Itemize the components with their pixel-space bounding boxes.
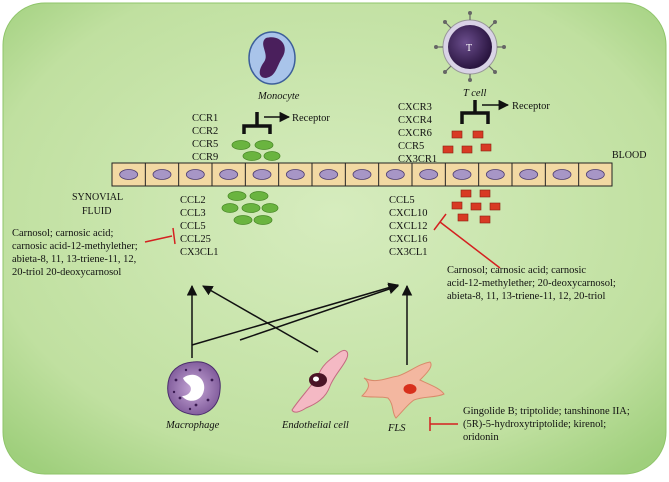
fls-label: FLS	[387, 423, 406, 434]
endothelium-nucleus	[519, 169, 539, 180]
left-inhibition-marker	[144, 227, 176, 245]
tcell-letter: T	[466, 43, 472, 54]
fls-inhibitor-line: Gingolide B; triptolide; tanshinone IIA;	[463, 406, 630, 417]
monocyte-receptor-item: CCR5	[192, 139, 218, 150]
fls-inhibitor-line: (5R)-5-hydroxytriptolide; kirenol;	[463, 419, 606, 430]
right-inhibitor-line: acid-12-methylether; 20-deoxycarnosol;	[447, 278, 616, 289]
endothelium-nucleus	[285, 169, 305, 180]
left-chemokine-item: CCL25	[180, 234, 211, 245]
green-ligands-bottom	[221, 191, 279, 225]
right-chemokine-item: CXCL10	[389, 208, 428, 219]
fls-inhibition-marker	[429, 417, 458, 431]
endothelium-nucleus	[452, 169, 472, 180]
right-chemokine-item: CXCL16	[389, 234, 428, 245]
red-ligands-bottom	[451, 189, 501, 224]
endothelium-nucleus	[252, 169, 272, 180]
monocyte-receptor-item: CCR2	[192, 126, 218, 137]
signal-arrows	[186, 282, 413, 365]
right-chemokine-item: CXCL12	[389, 221, 428, 232]
endothelium-nucleus	[319, 169, 339, 180]
endothelium-nucleus	[419, 169, 439, 180]
tcell-receptor-item: CX3CR1	[398, 154, 437, 165]
tcell-receptor-item: CXCR6	[398, 128, 432, 139]
left-chemokine-item: CCL3	[180, 208, 206, 219]
tcell-receptor-item: CXCR3	[398, 102, 432, 113]
blood-label: BLOOD	[612, 150, 646, 161]
tcell-cell: T	[434, 11, 506, 82]
right-chemokine-item: CCL5	[389, 195, 415, 206]
left-chemokine-item: CCL2	[180, 195, 206, 206]
endothelium-nucleus	[219, 169, 239, 180]
left-receptor-symbol	[242, 112, 272, 134]
tcell-receptor-item: CCR5	[398, 141, 424, 152]
endothelium-nucleus	[485, 169, 505, 180]
fls-cell	[361, 361, 445, 419]
left-chemokine-item: CCL5	[180, 221, 206, 232]
endothelium-nucleus	[552, 169, 572, 180]
red-ligands-top	[442, 130, 492, 154]
left-inhibitor-line: 20-triol 20-deoxycarnosol	[12, 267, 121, 278]
monocyte-cell	[248, 31, 296, 85]
macrophage-label: Macrophage	[165, 420, 220, 431]
green-ligands-top	[231, 140, 281, 161]
monocyte-label: Monocyte	[257, 91, 300, 102]
endothelial-cell	[291, 349, 349, 413]
synovial-fluid-line-2: FLUID	[82, 206, 111, 217]
left-inhibitor-line: abieta-8, 11, 13-triene-11, 12,	[12, 254, 136, 265]
synovial-fluid-label: SYNOVIAL FLUID	[72, 192, 125, 217]
left-receptor-label: Receptor	[292, 113, 330, 124]
tcell-label: T cell	[463, 88, 487, 99]
monocyte-receptor-item: CCR9	[192, 152, 218, 163]
right-chemokine-item: CX3CL1	[389, 247, 428, 258]
right-receptor-label: Receptor	[512, 101, 550, 112]
endothelium-nucleus	[352, 169, 372, 180]
right-receptor-symbol	[460, 100, 490, 124]
fls-inhibitor-line: oridonin	[463, 432, 499, 443]
left-inhibitor-line: Carnosol; carnosic acid;	[12, 228, 114, 239]
synovial-fluid-line-1: SYNOVIAL	[72, 192, 123, 203]
right-inhibitor-line: Carnosol; carnosic acid; carnosic	[447, 265, 586, 276]
right-inhibition-marker	[433, 213, 501, 269]
endothelium-nucleus	[585, 169, 605, 180]
background-panel	[2, 2, 667, 475]
right-inhibitor-line: abieta-8, 11, 13-triene-11, 12, 20-triol	[447, 291, 606, 302]
endothelial-cell-label: Endothelial cell	[281, 420, 349, 431]
endothelium-nucleus	[119, 169, 139, 180]
endothelium-nucleus	[185, 169, 205, 180]
endothelium-nucleus	[385, 169, 405, 180]
left-inhibitor-line: carnosic acid-12-methylether;	[12, 241, 138, 252]
left-chemokine-item: CX3CL1	[180, 247, 219, 258]
endothelium-nucleus	[152, 169, 172, 180]
macrophage-cell	[167, 361, 221, 416]
right-inhibitor-list: Carnosol; carnosic acid; carnosic acid-12…	[447, 265, 616, 302]
monocyte-receptor-item: CCR1	[192, 113, 218, 124]
tcell-receptor-item: CXCR4	[398, 115, 433, 126]
fls-inhibitor-list: Gingolide B; triptolide; tanshinone IIA;…	[463, 406, 630, 443]
left-inhibitor-list: Carnosol; carnosic acid; carnosic acid-12…	[12, 228, 138, 278]
endothelium-cells	[119, 163, 605, 186]
